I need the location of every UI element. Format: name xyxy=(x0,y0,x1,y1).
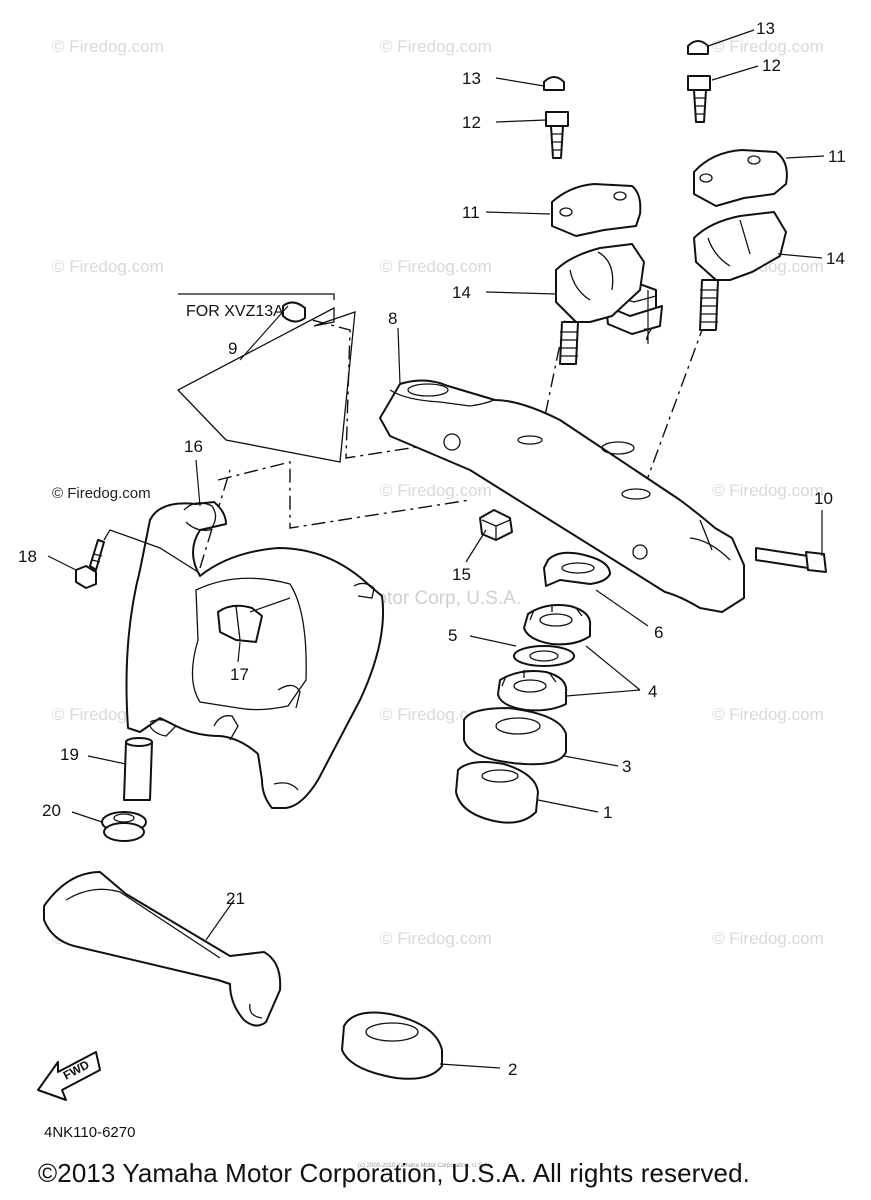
part-17-damper xyxy=(217,597,291,663)
part-11-clamp-right xyxy=(693,149,788,207)
part-2-oil-seal xyxy=(341,1011,501,1080)
callout-21: 21 xyxy=(226,889,245,908)
callout-18: 18 xyxy=(18,547,37,566)
part-15-nut xyxy=(465,509,513,563)
part-3-bearing xyxy=(463,707,619,767)
part-18-bolt xyxy=(47,529,199,589)
part-14-holder-left xyxy=(555,243,645,365)
fwd-arrow-icon: FWD xyxy=(37,1051,101,1101)
part-4-ring-nut-upper xyxy=(523,604,592,646)
callout-16: 16 xyxy=(184,437,203,456)
watermark-text: © Firedog.com xyxy=(380,37,492,56)
watermark-text: © Firedog.com xyxy=(380,929,492,948)
callout-14-right: 14 xyxy=(826,249,845,268)
watermark-text: © Firedog.com xyxy=(52,37,164,56)
watermark-text: © Firedog.com xyxy=(712,37,824,56)
callout-20: 20 xyxy=(42,801,61,820)
part-8-upper-bracket xyxy=(379,379,745,613)
part-12-bolt-left xyxy=(495,111,569,159)
part-20-grommet xyxy=(71,811,147,842)
watermark-text: © Firedog.com xyxy=(380,257,492,276)
callout-12-left: 12 xyxy=(462,113,481,132)
callout-7: 7 xyxy=(643,325,652,344)
copyright-notice: ©2013 Yamaha Motor Corporation, U.S.A. A… xyxy=(38,1158,750,1188)
model-note-box: FOR XVZ13AH xyxy=(176,293,356,463)
callout-1: 1 xyxy=(603,803,612,822)
callout-13-left: 13 xyxy=(462,69,481,88)
part-6-lock-washer xyxy=(543,551,649,627)
part-11-clamp-left xyxy=(551,183,642,237)
callout-17: 17 xyxy=(230,665,249,684)
part-10-bolt xyxy=(755,510,827,573)
callout-3: 3 xyxy=(622,757,631,776)
part-16-headlight-shroud xyxy=(125,501,385,809)
callout-15: 15 xyxy=(452,565,471,584)
callout-10: 10 xyxy=(814,489,833,508)
part-12-bolt-right xyxy=(687,65,759,123)
site-watermark-dark: © Firedog.com xyxy=(52,485,151,502)
watermark-text: © Firedog.com xyxy=(712,481,824,500)
part-4-ring-nut-lower xyxy=(497,645,641,712)
callout-11-left: 11 xyxy=(462,203,480,222)
callout-5: 5 xyxy=(448,626,457,645)
part-21-cover xyxy=(43,871,282,1027)
fine-print: (c) 2000-2010 Yamaha Motor Corporation, … xyxy=(358,1163,490,1169)
callout-19: 19 xyxy=(60,745,79,764)
watermark-text: © Firedog.com xyxy=(52,257,164,276)
callout-13-right: 13 xyxy=(756,19,775,38)
callout-2: 2 xyxy=(508,1060,517,1079)
callout-14-left: 14 xyxy=(452,283,471,302)
watermark-text: © Firedog.com xyxy=(712,929,824,948)
callout-11-right: 11 xyxy=(828,147,846,166)
callout-8: 8 xyxy=(388,309,397,328)
part-9-cap xyxy=(239,301,306,361)
callout-12-right: 12 xyxy=(762,56,781,75)
part-19-collar xyxy=(87,737,153,801)
part-5-washer xyxy=(469,635,575,667)
diagram-code: 4NK110-6270 xyxy=(44,1124,136,1141)
part-14-holder-right xyxy=(693,211,787,331)
callout-labels: 1 2 3 4 5 6 7 8 9 10 11 11 12 12 13 13 1… xyxy=(18,19,846,1079)
part-1-bearing xyxy=(455,761,599,824)
watermark-text: © Firedog.com xyxy=(380,481,492,500)
watermark-text: © Firedog.com xyxy=(712,705,824,724)
note-label: FOR XVZ13AH xyxy=(186,303,295,320)
part-13-cap-right xyxy=(687,29,755,55)
callout-9: 9 xyxy=(228,339,237,358)
callout-6: 6 xyxy=(654,623,663,642)
part-13-cap-left xyxy=(495,76,565,91)
callout-4: 4 xyxy=(648,682,657,701)
